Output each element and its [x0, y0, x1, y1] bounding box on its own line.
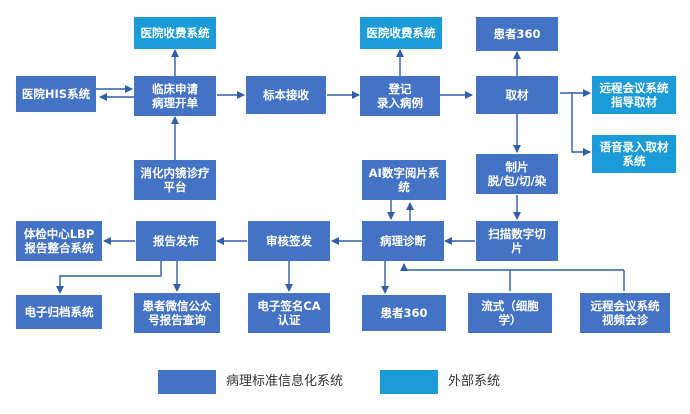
node-wechat-label: 患者微信公众 号报告查询: [142, 299, 212, 327]
node-endoscope-label: 消化内镜诊疗 平台: [140, 166, 210, 194]
node-clinical-label: 临床申请 病理开单: [152, 82, 198, 110]
node-patient360-b-label: 患者360: [380, 306, 428, 320]
node-ca-label: 电子签名CA 认证: [257, 299, 321, 327]
node-sampling[interactable]: 取材: [476, 76, 558, 114]
node-report[interactable]: 报告发布: [136, 221, 216, 261]
node-wechat[interactable]: 患者微信公众 号报告查询: [134, 293, 220, 333]
node-lbp-label: 体检中心LBP 报告整合系统: [23, 227, 95, 255]
node-diagnosis-label: 病理诊断: [380, 234, 426, 248]
node-sampling-label: 取材: [505, 88, 529, 102]
node-archive-label: 电子归档系统: [24, 305, 94, 319]
node-endoscope[interactable]: 消化内镜诊疗 平台: [134, 160, 216, 200]
node-remote-2-label: 远程会议系统 视频会诊: [590, 299, 660, 327]
node-his-label: 医院HIS系统: [21, 87, 91, 101]
node-lbp[interactable]: 体检中心LBP 报告整合系统: [16, 221, 102, 261]
node-fee-2[interactable]: 医院收费系统: [360, 17, 442, 49]
node-slide[interactable]: 制片 脱/包/切/染: [476, 154, 558, 194]
legend-external-swatch: [380, 370, 438, 394]
node-specimen[interactable]: 标本接收: [246, 76, 326, 114]
node-fee-2-label: 医院收费系统: [366, 26, 436, 40]
node-diagnosis[interactable]: 病理诊断: [362, 221, 444, 261]
node-scan[interactable]: 扫描数字切 片: [476, 221, 558, 261]
node-fee-1-label: 医院收费系统: [140, 26, 210, 40]
node-review[interactable]: 审核签发: [248, 221, 330, 261]
node-remote-1-label: 远程会议系统 指导取材: [599, 81, 669, 109]
legend-internal-label: 病理标准信息化系统: [226, 374, 344, 389]
node-flow[interactable]: 流式（细胞 学）: [468, 293, 552, 333]
node-archive[interactable]: 电子归档系统: [16, 295, 102, 329]
node-remote-1[interactable]: 远程会议系统 指导取材: [592, 76, 676, 114]
arrow-sampling-to-voice: [571, 93, 591, 156]
node-patient360-a-label: 患者360: [493, 27, 541, 41]
node-specimen-label: 标本接收: [263, 88, 309, 102]
node-slide-label: 制片 脱/包/切/染: [487, 160, 547, 188]
node-his[interactable]: 医院HIS系统: [16, 76, 96, 112]
node-fee-1[interactable]: 医院收费系统: [134, 17, 216, 49]
node-scan-label: 扫描数字切 片: [488, 227, 546, 255]
node-report-label: 报告发布: [153, 234, 199, 248]
node-register[interactable]: 登记 录入病例: [360, 76, 440, 116]
node-flow-label: 流式（细胞 学）: [481, 299, 539, 327]
legend-internal-swatch: [158, 370, 216, 394]
node-patient360-a[interactable]: 患者360: [476, 17, 558, 51]
node-patient360-b[interactable]: 患者360: [362, 295, 446, 331]
node-ca[interactable]: 电子签名CA 认证: [248, 293, 330, 333]
node-voice[interactable]: 语音录入取材 系统: [592, 135, 676, 173]
node-register-label: 登记 录入病例: [377, 82, 423, 110]
node-ai[interactable]: AI数字阅片系 统: [362, 160, 446, 200]
legend-external-label: 外部系统: [448, 374, 501, 389]
node-remote-2[interactable]: 远程会议系统 视频会诊: [580, 293, 670, 333]
node-review-label: 审核签发: [266, 234, 312, 248]
node-voice-label: 语音录入取材 系统: [599, 140, 669, 168]
node-clinical[interactable]: 临床申请 病理开单: [134, 76, 216, 116]
arrow-report-to-archive: [56, 261, 162, 294]
node-ai-label: AI数字阅片系 统: [368, 166, 440, 194]
